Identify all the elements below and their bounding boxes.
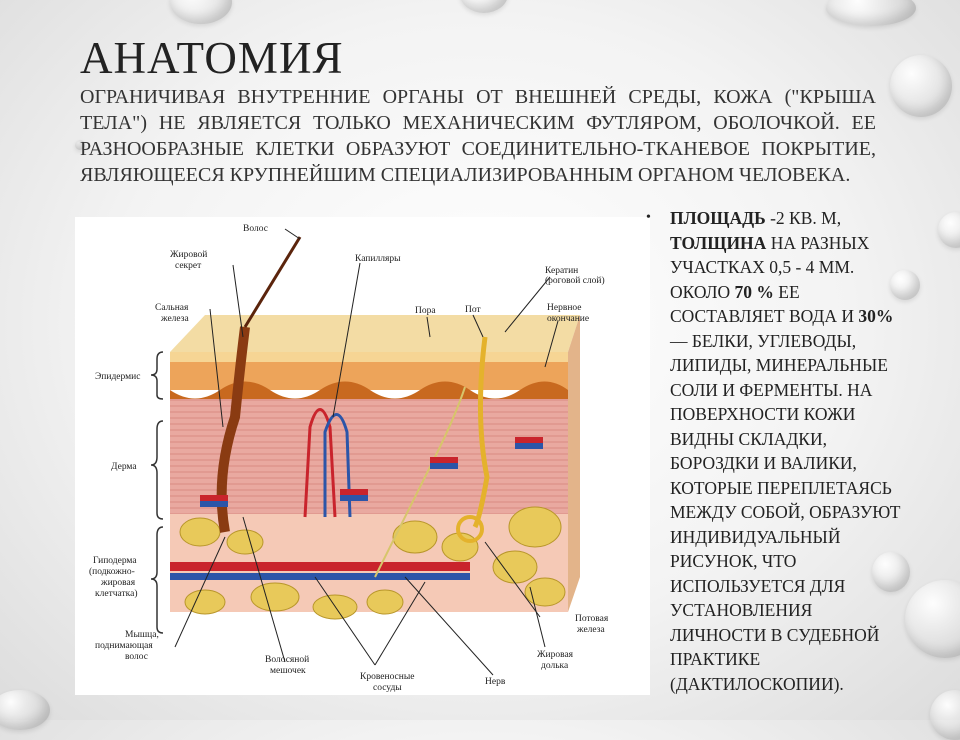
label-nerve: Нерв xyxy=(485,677,506,687)
water-drop-decoration xyxy=(826,0,916,26)
label-follicle: Волосяной xyxy=(265,654,309,665)
label-blood-vessels: Кровеносные xyxy=(360,672,414,682)
label-keratin-2: (роговой слой) xyxy=(545,275,605,286)
label-nerve-ending: Нервное xyxy=(547,303,581,313)
label-hypodermis-4: клетчатка) xyxy=(95,588,137,599)
label-fat-lobule-2: долька xyxy=(541,661,569,671)
label-sweat-gland: Потовая xyxy=(575,614,609,624)
keratin-layer xyxy=(170,352,568,362)
artery-vessel xyxy=(170,562,470,571)
water-drop-decoration xyxy=(0,690,50,730)
vein-vessel xyxy=(170,573,470,580)
water-drop-decoration xyxy=(905,580,960,658)
label-hypodermis: Гиподерма xyxy=(93,556,137,566)
facts-rest: — белки, углеводы, липиды, минеральные с… xyxy=(670,331,900,694)
label-nerve-ending-2: окончание xyxy=(547,314,589,324)
label-sebaceous-2: железа xyxy=(160,314,189,324)
label-muscle-3: волос xyxy=(125,652,148,662)
facts-panel: • Площадь -2 кв. м, толщина на разных уч… xyxy=(646,206,902,696)
water-drop-decoration xyxy=(938,212,960,248)
label-follicle-2: мешочек xyxy=(270,666,306,676)
intro-paragraph: Ограничивая внутренние органы от внешней… xyxy=(80,84,876,188)
label-fat-lobule: Жировая xyxy=(537,650,574,660)
label-epidermis: Эпидермис xyxy=(95,372,140,382)
label-sebum-2: секрет xyxy=(175,261,202,271)
water-percent: 70 % xyxy=(735,282,774,302)
area-value: -2 кв. м, xyxy=(766,208,841,228)
label-hair: Волос xyxy=(243,224,268,234)
label-capillaries: Капилляры xyxy=(355,254,401,264)
water-drop-decoration xyxy=(930,690,960,740)
label-muscle: Мышца, xyxy=(125,630,159,640)
facts-paragraph: Площадь -2 кв. м, толщина на разных учас… xyxy=(670,206,902,696)
label-blood-vessels-2: сосуды xyxy=(373,683,402,693)
water-drop-decoration xyxy=(170,0,232,24)
layer-brackets xyxy=(151,352,163,633)
skin-side-face xyxy=(568,315,580,612)
skin-surface xyxy=(170,315,580,352)
skin-cross-section-illustration: Волос Жировой секрет Капилляры Кератин (… xyxy=(75,217,650,695)
label-muscle-2: поднимающая xyxy=(95,641,153,651)
other-percent: 30% xyxy=(858,306,893,326)
label-hypodermis-3: жировая xyxy=(100,578,136,588)
label-sebum: Жировой xyxy=(170,249,207,260)
area-label: Площадь xyxy=(670,208,766,228)
bullet-icon: • xyxy=(646,206,651,231)
hair-shaft xyxy=(245,237,300,327)
skin-anatomy-diagram: Волос Жировой секрет Капилляры Кератин (… xyxy=(75,217,650,695)
water-drop-decoration xyxy=(460,0,508,13)
label-keratin: Кератин xyxy=(545,266,578,276)
water-drop-decoration xyxy=(890,55,952,117)
slide-title: АНАТОМИЯ xyxy=(80,32,343,84)
label-sweat-gland-2: железа xyxy=(576,625,605,635)
thickness-label: толщина xyxy=(670,233,766,253)
label-dermis: Дерма xyxy=(111,462,137,472)
label-sweat: Пот xyxy=(465,305,481,315)
label-sebaceous: Сальная xyxy=(155,303,189,313)
label-hypodermis-2: (подкожно- xyxy=(89,566,135,577)
label-pore: Пора xyxy=(415,306,436,316)
